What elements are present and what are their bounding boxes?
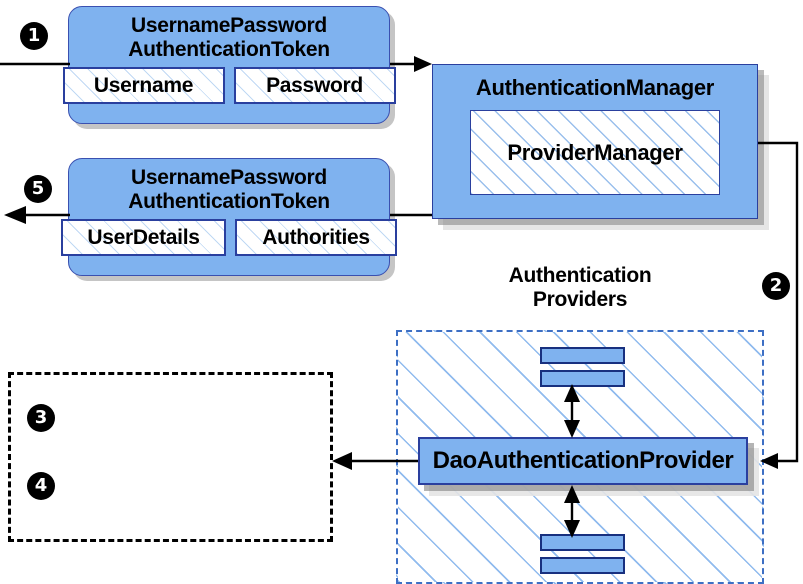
authentication-manager-box: AuthenticationManager ProviderManager [432, 64, 758, 219]
provider-manager-box: ProviderManager [470, 110, 720, 195]
dao-authentication-provider-box: DaoAuthenticationProvider [418, 437, 748, 485]
field-authorities: Authorities [235, 219, 397, 257]
response-token-card: UsernamePassword AuthenticationToken Use… [61, 158, 397, 276]
response-token-title: UsernamePassword AuthenticationToken [128, 166, 330, 213]
request-token-title: UsernamePassword AuthenticationToken [128, 14, 330, 61]
field-userdetails: UserDetails [61, 219, 226, 257]
authentication-providers-title: Authentication Providers [508, 264, 652, 311]
step-5-badge: 5 [24, 175, 52, 203]
field-username: Username [62, 67, 225, 105]
step-1-badge: 1 [20, 22, 48, 50]
services-group [8, 372, 333, 542]
arrowhead-response-out [4, 206, 26, 224]
arrowhead-provider-to-services [332, 452, 352, 470]
arrowhead-token-to-manager [414, 56, 432, 72]
provider-stub-top-2 [540, 370, 625, 387]
request-token-fields: Username Password [62, 67, 396, 105]
field-password: Password [233, 67, 396, 105]
step-2-badge: 2 [762, 272, 790, 300]
step-3-badge: 3 [27, 404, 55, 432]
authentication-manager-title: AuthenticationManager [475, 75, 715, 100]
response-token-fields: UserDetails Authorities [61, 219, 397, 257]
provider-stub-top-1 [540, 347, 625, 364]
provider-stub-bottom-1 [540, 534, 625, 551]
step-4-badge: 4 [27, 472, 55, 500]
request-token-card: UsernamePassword AuthenticationToken Use… [62, 6, 396, 124]
provider-stub-bottom-2 [540, 557, 625, 574]
